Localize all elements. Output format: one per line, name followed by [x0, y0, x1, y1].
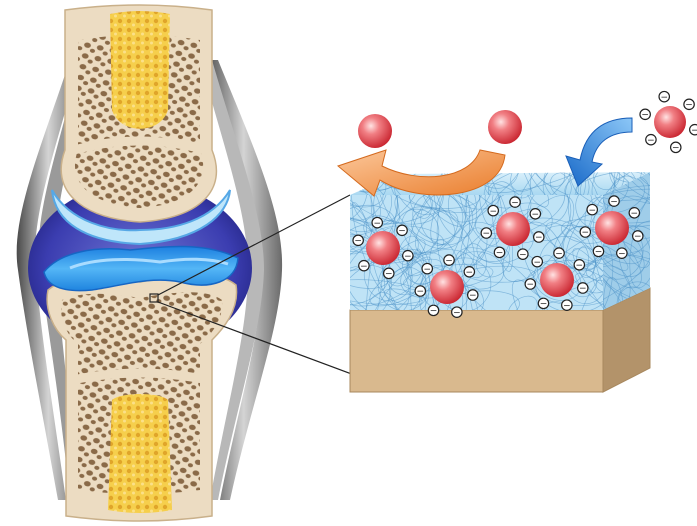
- ion-charge: −: [510, 197, 520, 208]
- ion-sign: −: [469, 291, 477, 301]
- ion-charge: −: [629, 208, 639, 219]
- ion-sign: −: [354, 237, 362, 247]
- sphere-body: [496, 212, 530, 246]
- ion-sign: −: [532, 210, 540, 220]
- ion-charge: −: [684, 99, 694, 110]
- ion-charge: −: [580, 227, 590, 238]
- ion-charge: −: [452, 307, 462, 318]
- ion-sign: −: [660, 93, 668, 103]
- ion-sign: −: [582, 228, 590, 238]
- ion-charge: −: [574, 260, 584, 271]
- ion-charge: −: [464, 267, 474, 278]
- ion-sign: −: [647, 136, 655, 146]
- ion-charge: −: [532, 256, 542, 267]
- ion-charge: −: [518, 249, 528, 260]
- ion-charge: −: [659, 91, 669, 102]
- ion-charge: −: [403, 250, 413, 261]
- ion-charge: −: [353, 235, 363, 246]
- knee-joint: [17, 5, 282, 521]
- sphere-body: [366, 231, 400, 265]
- ion-charge: −: [671, 142, 681, 153]
- ion-sign: −: [496, 249, 504, 259]
- ion-sign: −: [588, 206, 596, 216]
- ion-sign: −: [453, 308, 461, 318]
- sphere-body: [595, 211, 629, 245]
- ion-sign: −: [404, 252, 412, 262]
- ion-charge: −: [617, 248, 627, 259]
- ion-sign: −: [576, 261, 584, 271]
- ion-charge: −: [554, 248, 564, 259]
- ion-charge: −: [372, 217, 382, 228]
- sphere-body: [358, 114, 392, 148]
- sphere-body: [540, 263, 574, 297]
- sphere-body: [488, 110, 522, 144]
- ion-charge: −: [578, 283, 588, 294]
- ion-sign: −: [691, 126, 697, 136]
- ion-charge: −: [562, 300, 572, 311]
- ion-sign: −: [533, 258, 541, 268]
- free-lubricant-spheres: − − − − − −: [358, 91, 697, 153]
- ion-charge: −: [538, 298, 548, 309]
- ion-charge: −: [609, 196, 619, 207]
- ion-sign: −: [579, 284, 587, 294]
- ion-sign: −: [540, 300, 548, 310]
- ion-charge: −: [640, 109, 650, 120]
- ion-sign: −: [398, 227, 406, 237]
- ion-sign: −: [641, 111, 649, 121]
- ion-sign: −: [483, 229, 491, 239]
- ion-sign: −: [417, 287, 425, 297]
- ion-sign: −: [535, 233, 543, 243]
- ion-sign: −: [563, 301, 571, 311]
- ion-sign: −: [595, 248, 603, 258]
- ion-charge: −: [428, 305, 438, 316]
- ion-sign: −: [385, 270, 393, 280]
- ion-sign: −: [511, 198, 519, 208]
- lubricant-sphere: − − − − − −: [640, 91, 697, 153]
- ion-sign: −: [360, 262, 368, 272]
- ion-sign: −: [618, 249, 626, 259]
- ion-sign: −: [685, 101, 693, 111]
- ion-sign: −: [631, 209, 639, 219]
- ion-charge: −: [481, 228, 491, 239]
- lubricant-sphere: [358, 114, 392, 148]
- ion-charge: −: [690, 124, 697, 135]
- ion-charge: −: [488, 205, 498, 216]
- ion-charge: −: [646, 134, 656, 145]
- ion-charge: −: [525, 279, 535, 290]
- ion-sign: −: [489, 207, 497, 217]
- ion-charge: −: [494, 247, 504, 258]
- lubricant-sphere: [488, 110, 522, 144]
- ion-charge: −: [422, 263, 432, 274]
- ion-sign: −: [555, 249, 563, 259]
- ion-sign: −: [519, 250, 527, 260]
- ion-sign: −: [610, 197, 618, 207]
- ion-charge: −: [593, 246, 603, 257]
- ion-charge: −: [384, 268, 394, 279]
- ion-charge: −: [633, 231, 643, 242]
- sphere-body: [430, 270, 464, 304]
- ion-sign: −: [373, 219, 381, 229]
- ion-charge: −: [468, 290, 478, 301]
- ion-sign: −: [466, 268, 474, 278]
- substrate-front: [350, 310, 603, 392]
- ion-charge: −: [530, 209, 540, 220]
- ion-sign: −: [423, 265, 431, 275]
- lower-marrow: [108, 394, 172, 513]
- ion-charge: −: [415, 286, 425, 297]
- sphere-body: [654, 106, 686, 138]
- ion-sign: −: [430, 307, 438, 317]
- ion-charge: −: [587, 204, 597, 215]
- ion-charge: −: [397, 225, 407, 236]
- ion-sign: −: [527, 280, 535, 290]
- ion-charge: −: [444, 255, 454, 266]
- ion-sign: −: [445, 256, 453, 266]
- ion-charge: −: [534, 232, 544, 243]
- ion-charge: −: [359, 260, 369, 271]
- upper-marrow: [110, 11, 170, 129]
- ion-sign: −: [672, 144, 680, 154]
- ion-sign: −: [634, 232, 642, 242]
